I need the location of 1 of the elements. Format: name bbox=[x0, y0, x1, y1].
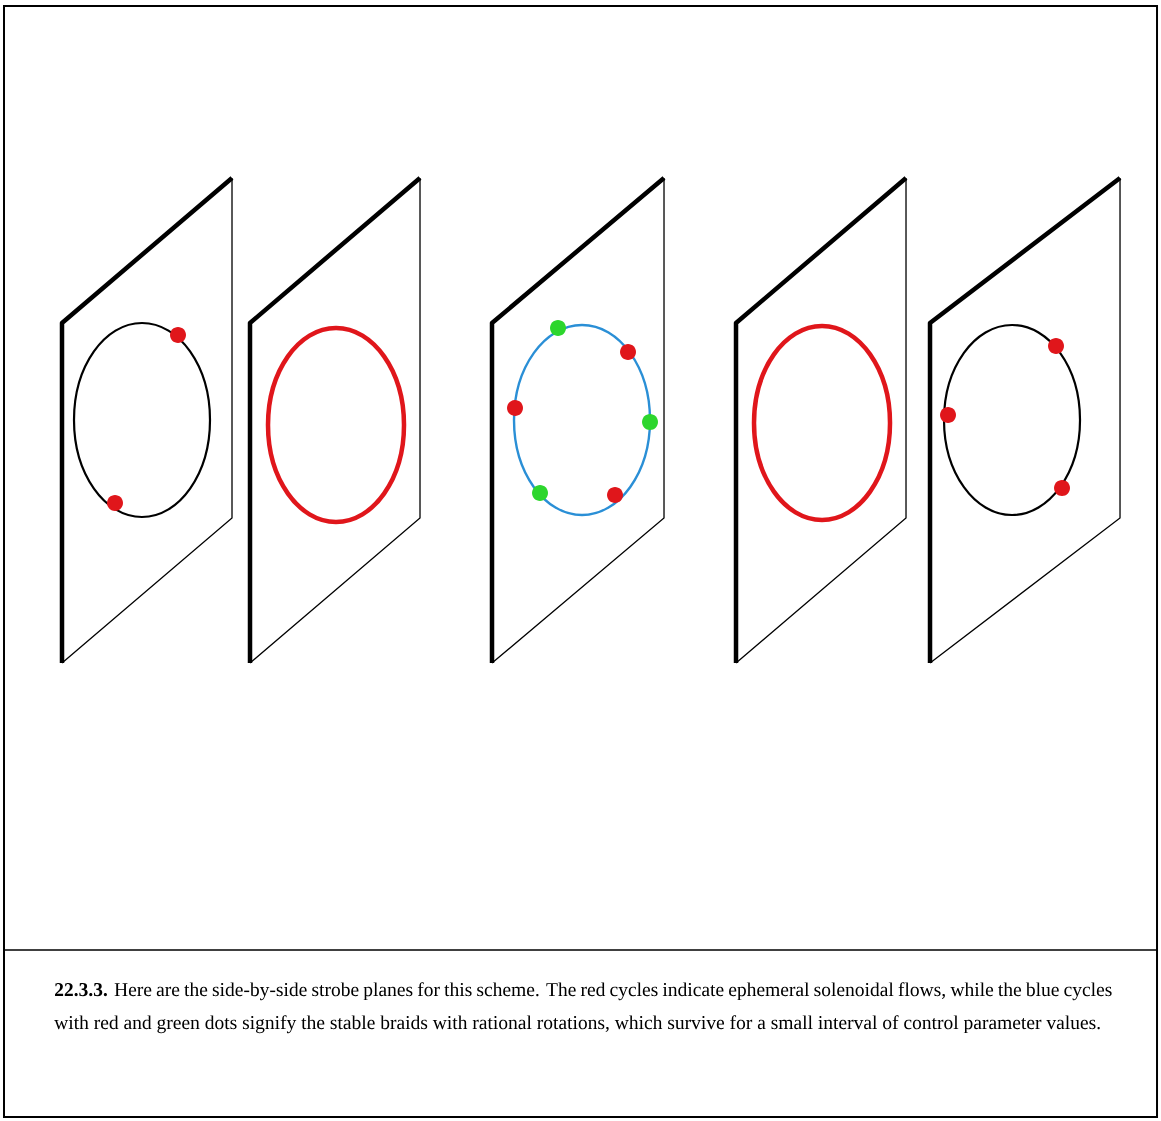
caption: 22.3.3. Here are the side-by-side strobe planes for this scheme. The red cycles indicate ephemeral solenoidal flows, while the blue cycles with red and green dots signify the stable braids with rational rotations, which survive for a small interval of control parameter values. bbox=[54, 982, 1112, 1034]
